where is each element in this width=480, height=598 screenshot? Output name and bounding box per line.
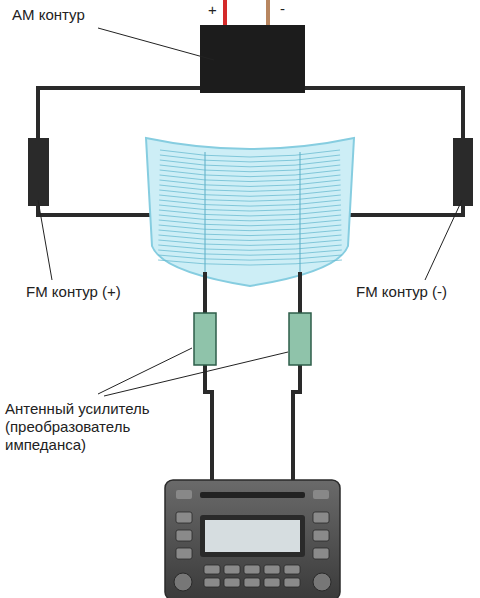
wire: [38, 205, 152, 215]
heater-line: [158, 235, 341, 240]
heater-line: [160, 175, 341, 182]
heater-line: [159, 195, 341, 201]
leader-line: [98, 348, 192, 394]
fm-circuit-label: FM контур (+): [26, 283, 121, 301]
polarity-label: -: [280, 0, 285, 18]
heater-line: [160, 150, 340, 157]
radio-button: [244, 578, 260, 587]
radio-button: [313, 512, 329, 523]
am-circuit-label: АМ контур: [12, 6, 85, 24]
antenna-lead: [300, 152, 301, 272]
cable: [293, 365, 300, 482]
leader-line: [104, 352, 288, 396]
heater-line: [160, 160, 340, 167]
plus-wire: [223, 0, 227, 26]
radio-button: [176, 548, 192, 559]
radio-button: [264, 565, 280, 574]
heater-line: [159, 215, 341, 221]
radio-button: [204, 565, 220, 574]
antenna-lead: [205, 152, 206, 272]
radio-button: [176, 530, 192, 541]
radio-button: [313, 548, 329, 559]
radio-button: [224, 578, 240, 587]
radio-buttons: [176, 512, 329, 587]
heater-line: [160, 170, 341, 177]
radio-button: [224, 565, 240, 574]
radio-button: [244, 565, 260, 574]
leader-line: [425, 200, 462, 280]
radio-button: [284, 578, 300, 587]
radio-button: [204, 578, 220, 587]
heater-line: [159, 230, 342, 236]
fm-minus-box: [453, 138, 473, 206]
cable: [205, 365, 212, 482]
heater-line: [159, 205, 341, 211]
minus-wire: [266, 0, 270, 26]
wire: [305, 88, 463, 140]
radio-button: [284, 565, 300, 574]
heater-line: [159, 190, 340, 196]
radio-button: [313, 530, 329, 541]
am-circuit-box: [200, 25, 305, 93]
heater-line: [159, 200, 341, 206]
wire: [38, 88, 200, 140]
fm-plus-box: [28, 138, 49, 206]
heater-line: [159, 220, 342, 226]
rear-window: [146, 138, 354, 286]
heater-line: [158, 250, 342, 255]
heater-line: [159, 225, 342, 231]
heater-line: [158, 255, 342, 260]
radio-head-unit: [165, 480, 340, 598]
heater-line: [160, 165, 341, 172]
fm-circuit-label: FM контур (-): [356, 283, 447, 301]
leader-line: [98, 28, 214, 60]
heater-line: [158, 260, 342, 265]
heater-line: [159, 180, 340, 186]
heater-line: [159, 185, 340, 191]
wire: [348, 205, 463, 215]
heater-lines: [158, 150, 342, 265]
cable: [203, 272, 207, 313]
amplifier-label: Антенный усилитель (преобразователь импе…: [5, 400, 170, 454]
heater-line: [159, 210, 341, 216]
heater-line: [158, 245, 341, 250]
antenna-amplifier: [194, 313, 216, 365]
cable: [298, 272, 302, 313]
heater-line: [160, 155, 340, 162]
radio-button: [176, 512, 192, 523]
polarity-label: +: [208, 1, 217, 19]
antenna-amplifier: [289, 313, 311, 365]
heater-line: [158, 240, 341, 245]
radio-button: [264, 578, 280, 587]
leader-line: [38, 200, 52, 280]
